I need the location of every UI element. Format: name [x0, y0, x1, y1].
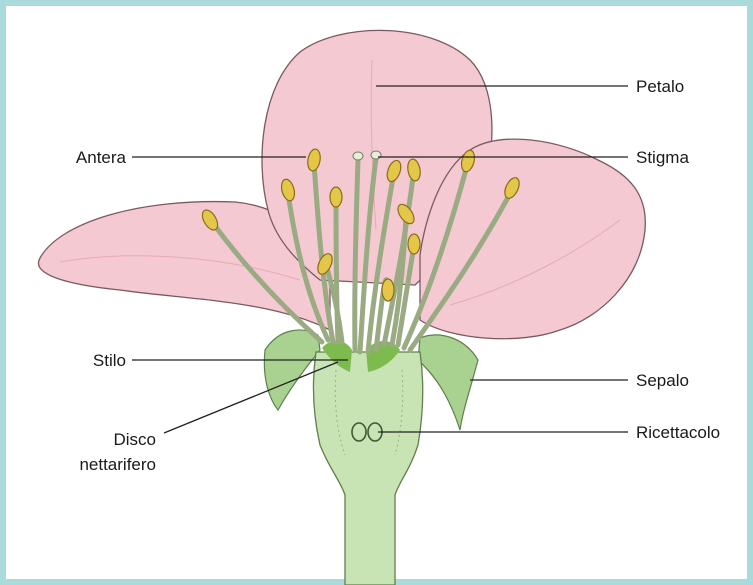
stigma-tip — [353, 152, 363, 160]
label-stilo: Stilo — [93, 351, 126, 370]
receptacle-body — [313, 352, 422, 585]
stigma-tip — [371, 151, 381, 159]
anther — [330, 187, 342, 207]
label-stigma: Stigma — [636, 148, 689, 167]
filament — [355, 160, 358, 350]
label-disco-line2: nettarifero — [79, 455, 156, 474]
petals — [38, 30, 645, 338]
sepal-right — [418, 335, 478, 430]
label-disco-line1: Disco — [113, 430, 156, 449]
anther — [382, 279, 394, 301]
label-ricettacolo: Ricettacolo — [636, 423, 720, 442]
label-petalo: Petalo — [636, 77, 684, 96]
petal-right — [420, 139, 645, 339]
leader-disco — [164, 362, 338, 433]
anther — [408, 234, 420, 254]
label-sepalo: Sepalo — [636, 371, 689, 390]
receptacle — [313, 341, 422, 585]
label-antera: Antera — [76, 148, 127, 167]
sepal-left — [264, 330, 320, 410]
